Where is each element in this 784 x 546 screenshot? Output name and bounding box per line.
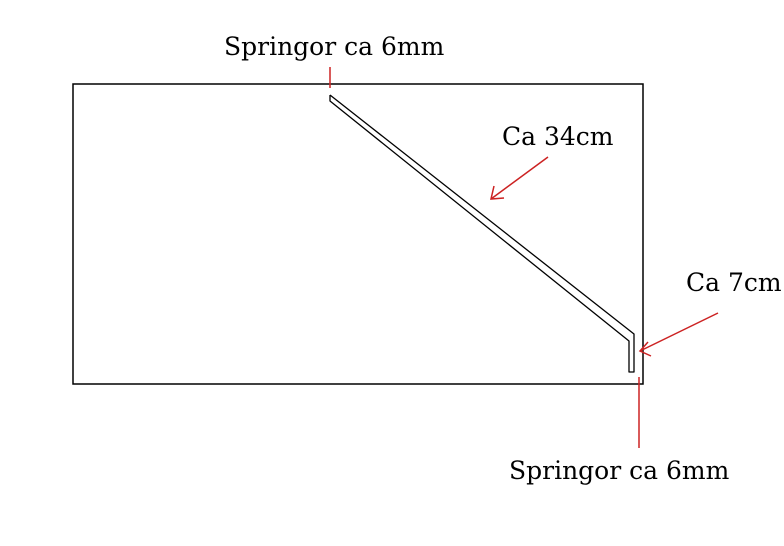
height-label: Ca 7cm — [686, 268, 782, 297]
top-groove-label: Springor ca 6mm — [224, 32, 445, 61]
bottom-groove-label: Springor ca 6mm — [509, 456, 730, 485]
length-label: Ca 34cm — [502, 122, 614, 151]
height-arrow — [638, 312, 719, 357]
board-outline — [72, 83, 644, 385]
length-arrow — [490, 156, 549, 200]
diagonal-groove — [329, 94, 635, 373]
